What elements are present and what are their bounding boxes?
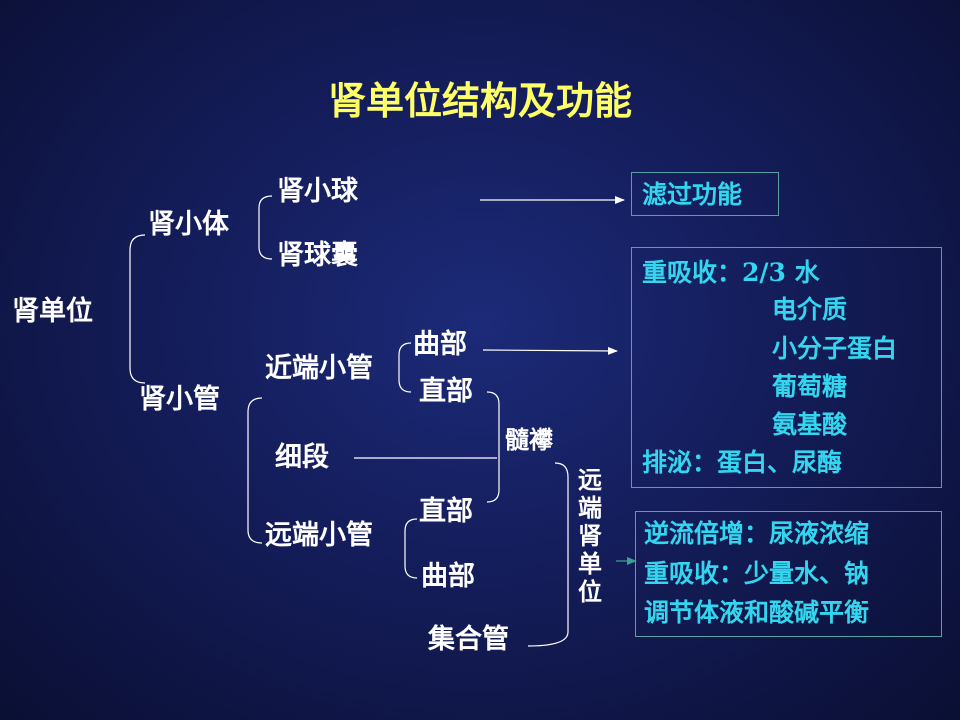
- filtration-box: 滤过功能: [631, 172, 779, 216]
- node-proximal-curved: 曲部: [413, 329, 467, 360]
- node-distal-straight: 直部: [419, 496, 473, 527]
- distal-function-line: 调节体液和酸碱平衡: [644, 598, 870, 627]
- node-collecting-duct: 集合管: [428, 624, 509, 655]
- reabsorption-item: 小分子蛋白: [772, 334, 898, 363]
- reabsorption-arrow: [482, 346, 618, 355]
- node-nephron: 肾单位: [12, 296, 93, 327]
- reabsorption-item: 电介质: [772, 295, 848, 324]
- page-title: 肾单位结构及功能: [327, 78, 632, 123]
- distal-function-line: 重吸收：少量水、钠: [644, 559, 870, 588]
- loop-bracket: [486, 391, 500, 503]
- proximal-bracket: [398, 342, 412, 393]
- distal-function-line: 逆流倍增：尿液浓缩: [644, 519, 870, 548]
- reabsorption-item: 葡萄糖: [772, 372, 848, 401]
- excretion-text: 排泌：蛋白、尿酶: [642, 448, 843, 477]
- reabsorption-item: 氨基酸: [772, 410, 848, 439]
- node-distal-tubule: 远端小管: [265, 520, 373, 551]
- node-distal-curved: 曲部: [421, 561, 475, 592]
- reabsorption-box: 重吸收：2/3 水 电介质 小分子蛋白 葡萄糖 氨基酸 排泌：蛋白、尿酶: [631, 247, 942, 488]
- distal-function-box: 逆流倍增：尿液浓缩 重吸收：少量水、钠 调节体液和酸碱平衡: [635, 511, 942, 637]
- node-proximal-straight: 直部: [419, 376, 473, 407]
- filtration-text: 滤过功能: [642, 180, 743, 209]
- node-thin-segment: 细段: [275, 442, 329, 473]
- tubule-bracket: [247, 397, 263, 544]
- node-distal-nephron: 远端肾单位: [578, 465, 602, 606]
- distal-nephron-bracket: [527, 462, 569, 647]
- node-proximal-tubule: 近端小管: [265, 353, 373, 384]
- node-renal-tubule: 肾小管: [139, 384, 220, 415]
- node-capsule: 肾球囊: [277, 240, 358, 271]
- corpuscle-bracket: [258, 195, 273, 260]
- node-glomerulus: 肾小球: [277, 176, 358, 207]
- reabsorption-label: 重吸收：2/3 水: [642, 258, 820, 287]
- nephron-bracket: [129, 234, 146, 384]
- node-loop: 髓襻: [505, 425, 553, 454]
- distal-bracket: [404, 518, 418, 579]
- node-renal-corpuscle: 肾小体: [148, 209, 229, 240]
